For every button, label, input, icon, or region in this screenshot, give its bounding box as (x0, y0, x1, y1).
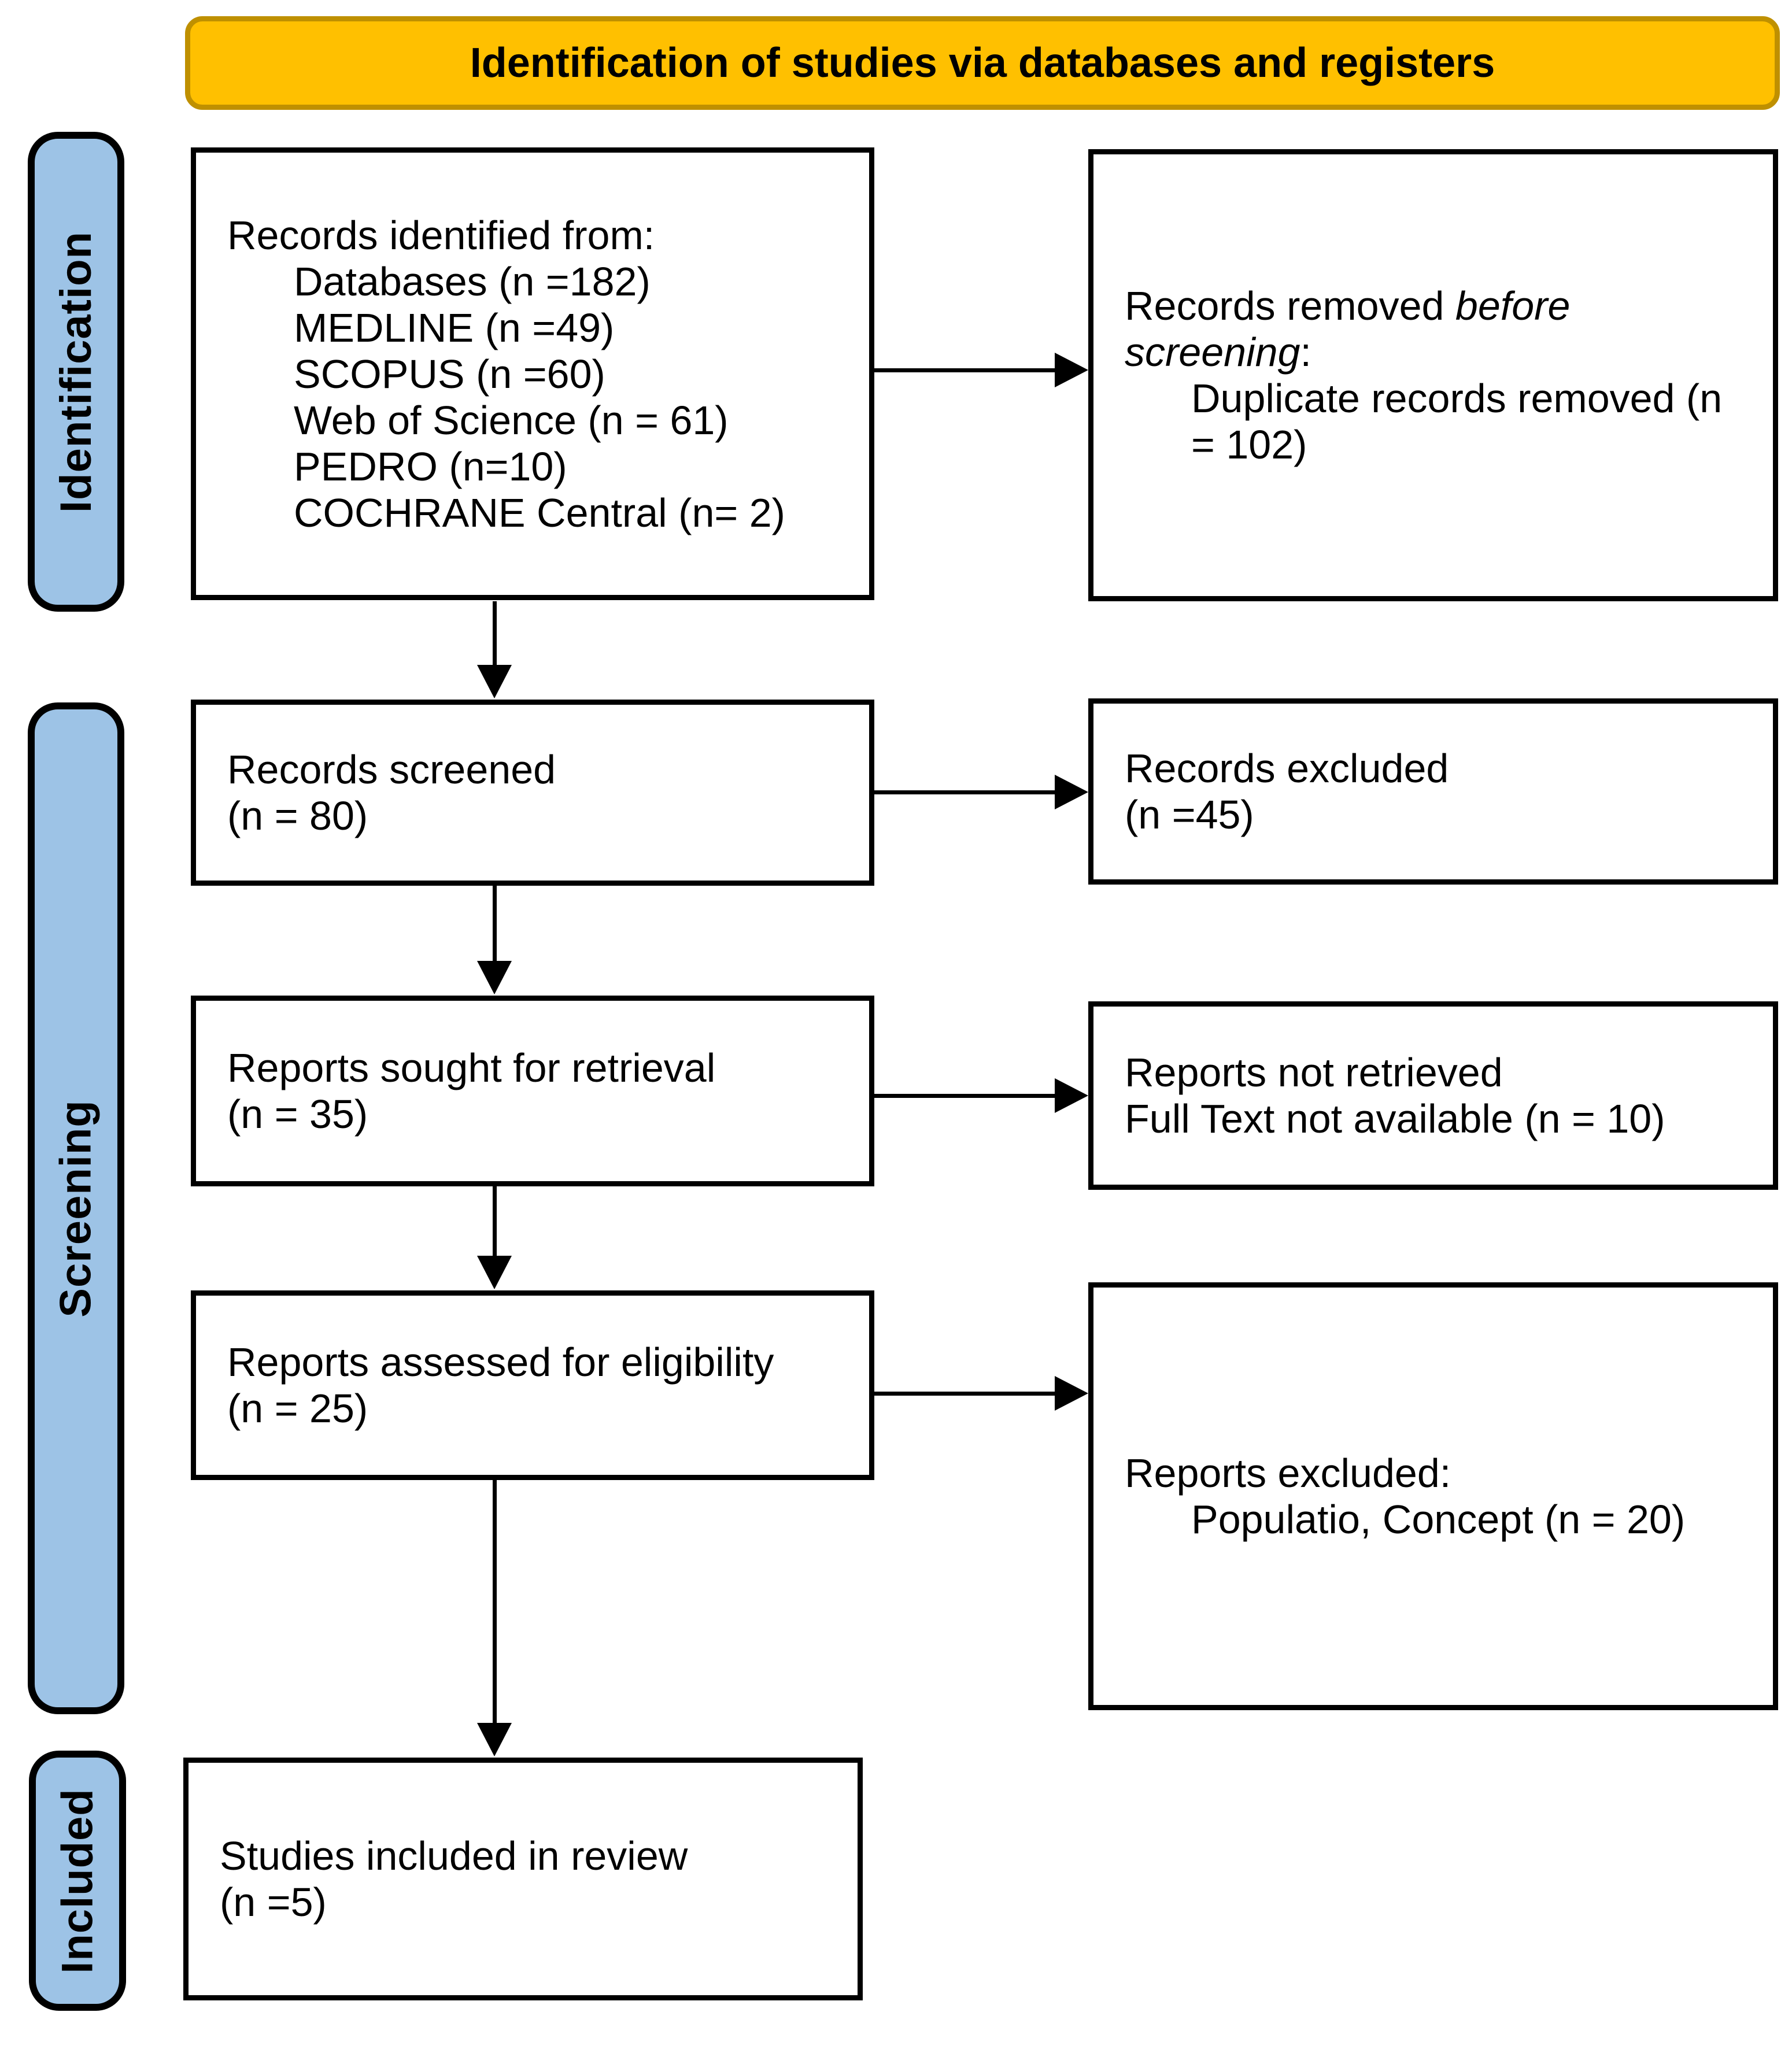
reports-not-retrieved-line2: Full Text not available (n = 10) (1125, 1096, 1665, 1141)
records-removed-item: = 102) (1191, 422, 1307, 467)
box-records-excluded: Records excluded (n =45) (1088, 698, 1778, 885)
records-identified-item: PEDRO (n=10) (294, 443, 567, 489)
arrow-right-icon (1055, 1376, 1088, 1411)
box-reports-not-retrieved: Reports not retrieved Full Text not avai… (1088, 1001, 1778, 1190)
stage-screening-label: Screening (51, 1099, 101, 1318)
studies-included-line2: (n =5) (220, 1880, 327, 1925)
records-removed-item: Duplicate records removed (n (1191, 376, 1723, 421)
box-reports-sought: Reports sought for retrieval (n = 35) (191, 996, 874, 1186)
records-excluded-line1: Records excluded (1125, 746, 1449, 791)
arrow-line (493, 1186, 497, 1260)
reports-assessed-line2: (n = 25) (227, 1386, 368, 1431)
stage-identification-label: Identification (51, 231, 101, 513)
arrow-line (493, 886, 497, 966)
reports-assessed-line1: Reports assessed for eligibility (227, 1340, 774, 1385)
stage-included: Included (29, 1751, 126, 2011)
arrow-down-icon (477, 1256, 512, 1289)
arrow-line (874, 1392, 1056, 1396)
reports-excluded-title: Reports excluded: (1125, 1451, 1451, 1496)
records-removed-title-line1: Records removed before (1125, 283, 1571, 328)
reports-not-retrieved-line1: Reports not retrieved (1125, 1050, 1503, 1095)
studies-included-line1: Studies included in review (220, 1833, 688, 1878)
title-banner: Identification of studies via databases … (185, 16, 1780, 110)
arrow-down-icon (477, 665, 512, 698)
records-excluded-line2: (n =45) (1125, 792, 1254, 837)
reports-sought-line2: (n = 35) (227, 1092, 368, 1137)
records-identified-item: Databases (n =182) (294, 258, 651, 304)
arrow-line (874, 1094, 1056, 1098)
records-identified-title: Records identified from: (227, 212, 655, 258)
title-banner-label: Identification of studies via databases … (470, 40, 1495, 86)
stage-included-label: Included (53, 1788, 102, 1974)
records-identified-item: MEDLINE (n =49) (294, 305, 615, 350)
reports-sought-line1: Reports sought for retrieval (227, 1045, 716, 1090)
records-identified-item: COCHRANE Central (n= 2) (294, 490, 785, 535)
arrow-down-icon (477, 961, 512, 994)
records-identified-item: SCOPUS (n =60) (294, 351, 605, 397)
records-screened-line1: Records screened (227, 747, 556, 792)
records-identified-item: Web of Science (n = 61) (294, 397, 729, 443)
box-reports-excluded: Reports excluded: Populatio, Concept (n … (1088, 1282, 1778, 1710)
arrow-right-icon (1055, 1078, 1088, 1113)
records-removed-title-line2: screening: (1125, 330, 1311, 375)
box-records-screened: Records screened (n = 80) (191, 700, 874, 886)
arrow-down-icon (477, 1723, 512, 1756)
box-records-identified: Records identified from: Databases (n =1… (191, 147, 874, 600)
arrow-line (493, 601, 497, 669)
box-records-removed: Records removed before screening: Duplic… (1088, 149, 1778, 601)
arrow-right-icon (1055, 775, 1088, 809)
arrow-line (874, 368, 1056, 372)
arrow-line (874, 790, 1056, 794)
arrow-line (493, 1480, 497, 1728)
stage-identification: Identification (28, 132, 124, 612)
stage-screening: Screening (28, 702, 124, 1714)
records-screened-line2: (n = 80) (227, 793, 368, 838)
box-studies-included: Studies included in review (n =5) (183, 1758, 863, 2000)
box-reports-assessed: Reports assessed for eligibility (n = 25… (191, 1290, 874, 1480)
arrow-right-icon (1055, 353, 1088, 387)
reports-excluded-item: Populatio, Concept (n = 20) (1191, 1497, 1686, 1542)
